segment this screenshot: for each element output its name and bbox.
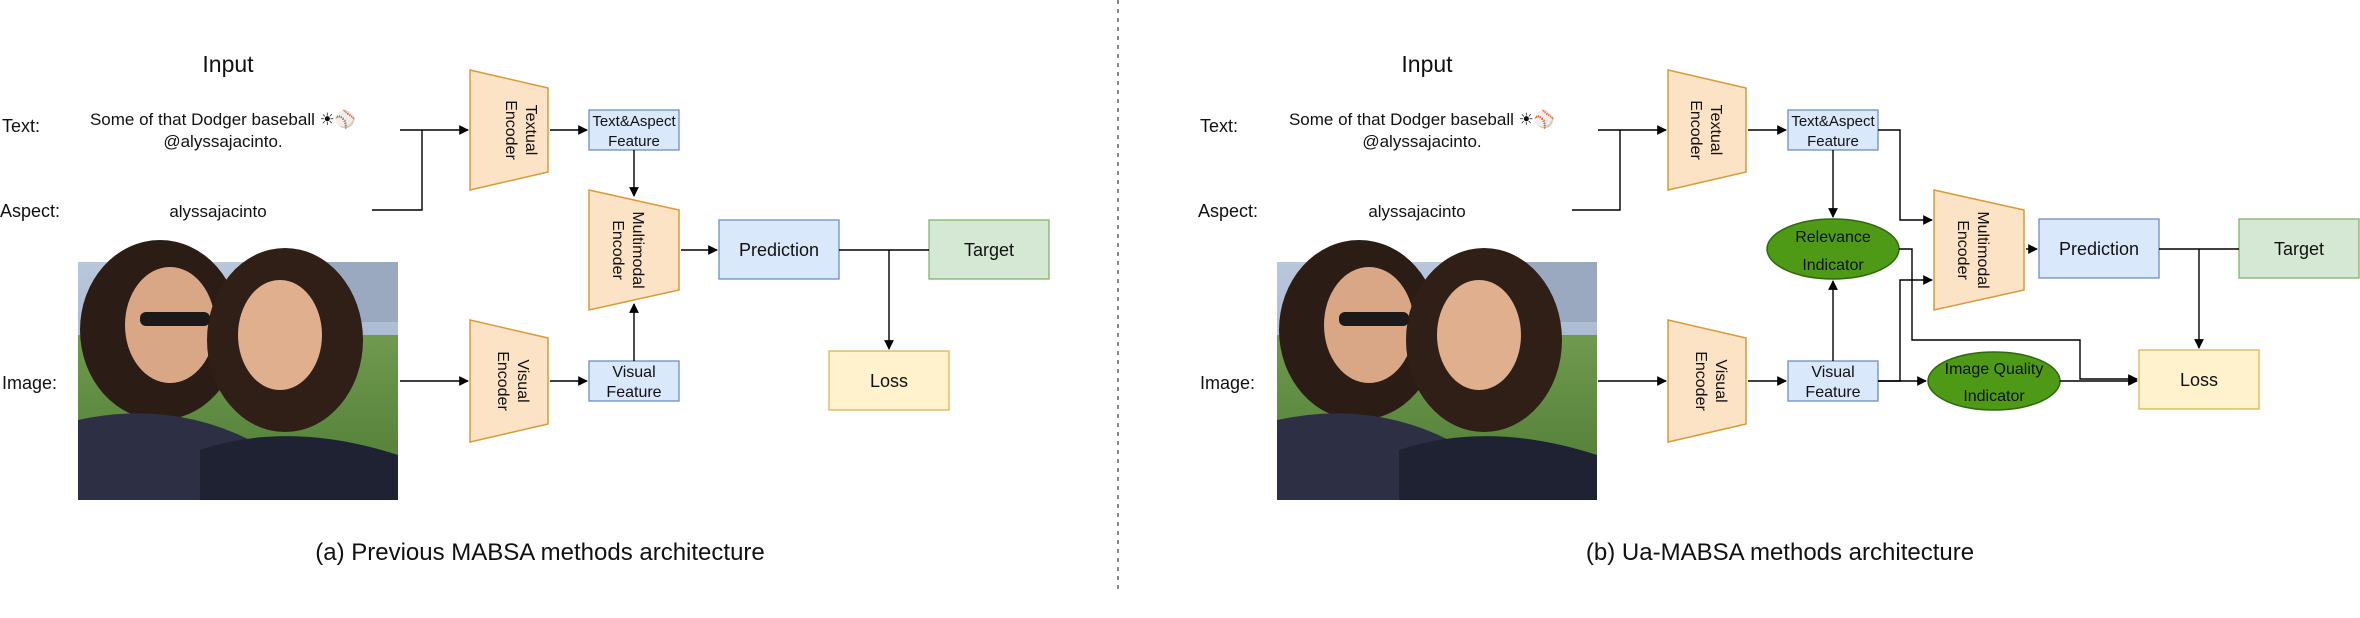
target-box: [2238, 218, 2360, 279]
text-aspect-feature-line-2: Feature: [1807, 133, 1859, 150]
textual-encoder-line-1: Textual: [1707, 105, 1724, 156]
relevance-indicator-line-2: Indicator: [1802, 257, 1864, 274]
panel-ua-mabsa: Input Text: Some of that Dodger baseball…: [1198, 51, 2360, 566]
input-photo: [78, 240, 398, 500]
target-label: Target: [2274, 239, 2324, 259]
visual-feature-line-1: Visual: [1811, 364, 1854, 381]
visual-encoder-line-1: Visual: [1712, 359, 1729, 402]
text-aspect-feature-line-1: Text&Aspect: [592, 113, 676, 130]
text-value-line-1: Some of that Dodger baseball ☀⚾: [1289, 109, 1555, 130]
prediction-label: Prediction: [2059, 239, 2139, 259]
textual-encoder-line-2: Encoder: [1687, 100, 1704, 160]
aspect-label: Aspect:: [1198, 201, 1258, 221]
visual-encoder-line-2: Encoder: [494, 351, 511, 411]
text-aspect-feature-line-1: Text&Aspect: [1791, 113, 1875, 130]
input-photo: [1277, 240, 1597, 500]
aspect-value: alyssajacinto: [1368, 202, 1465, 221]
visual-encoder: [1667, 319, 1747, 443]
prediction-label: Prediction: [739, 240, 819, 260]
text-label: Text:: [2, 116, 40, 136]
right-edges: [1572, 125, 2239, 386]
multimodal-encoder-line-2: Encoder: [609, 220, 626, 280]
input-title: Input: [202, 51, 254, 77]
image-quality-indicator-line-1: Image Quality: [1945, 361, 2044, 378]
target-label: Target: [964, 240, 1014, 260]
visual-encoder-line-2: Encoder: [1692, 351, 1709, 411]
multimodal-encoder-line-2: Encoder: [1954, 220, 1971, 280]
image-label: Image:: [1200, 373, 1255, 393]
text-label: Text:: [1200, 116, 1238, 136]
caption-right: (b) Ua-MABSA methods architecture: [1586, 539, 1974, 566]
text-value-line-2: @alyssajacinto.: [1362, 132, 1481, 151]
image-quality-indicator-line-2: Indicator: [1963, 388, 2025, 405]
loss-box: [828, 350, 950, 411]
multimodal-encoder-line-1: Multimodal: [629, 211, 646, 288]
target-box: [928, 219, 1050, 280]
relevance-indicator-line-1: Relevance: [1795, 229, 1871, 246]
visual-feature-line-1: Visual: [612, 364, 655, 381]
caption-left: (a) Previous MABSA methods architecture: [315, 539, 765, 566]
loss-label: Loss: [870, 371, 908, 391]
aspect-value: alyssajacinto: [169, 202, 266, 221]
text-value-line-2: @alyssajacinto.: [163, 132, 282, 151]
visual-feature-line-2: Feature: [1805, 384, 1860, 401]
panel-previous: Input Text: Some of that Dodger baseball…: [0, 51, 1050, 566]
text-value-line-1: Some of that Dodger baseball ☀⚾: [90, 109, 356, 130]
visual-encoder: [469, 319, 549, 443]
prediction-box: [718, 219, 840, 280]
textual-encoder-line-1: Textual: [522, 105, 539, 156]
loss-box: [2138, 349, 2260, 410]
loss-label: Loss: [2180, 370, 2218, 390]
visual-feature-line-2: Feature: [606, 384, 661, 401]
text-aspect-feature-line-2: Feature: [608, 133, 660, 150]
aspect-label: Aspect:: [0, 201, 60, 221]
text-aspect-feature: [588, 109, 680, 151]
input-title: Input: [1401, 51, 1453, 77]
textual-encoder-line-2: Encoder: [502, 100, 519, 160]
prediction-box: [2038, 218, 2160, 279]
textual-encoder: [469, 69, 549, 191]
image-label: Image:: [2, 373, 57, 393]
textual-encoder: [1667, 69, 1747, 191]
multimodal-encoder-line-1: Multimodal: [1974, 211, 1991, 288]
left-edges: [372, 125, 929, 386]
multimodal-encoder: [1933, 189, 2025, 311]
visual-encoder-line-1: Visual: [514, 359, 531, 402]
multimodal-encoder: [588, 189, 680, 311]
